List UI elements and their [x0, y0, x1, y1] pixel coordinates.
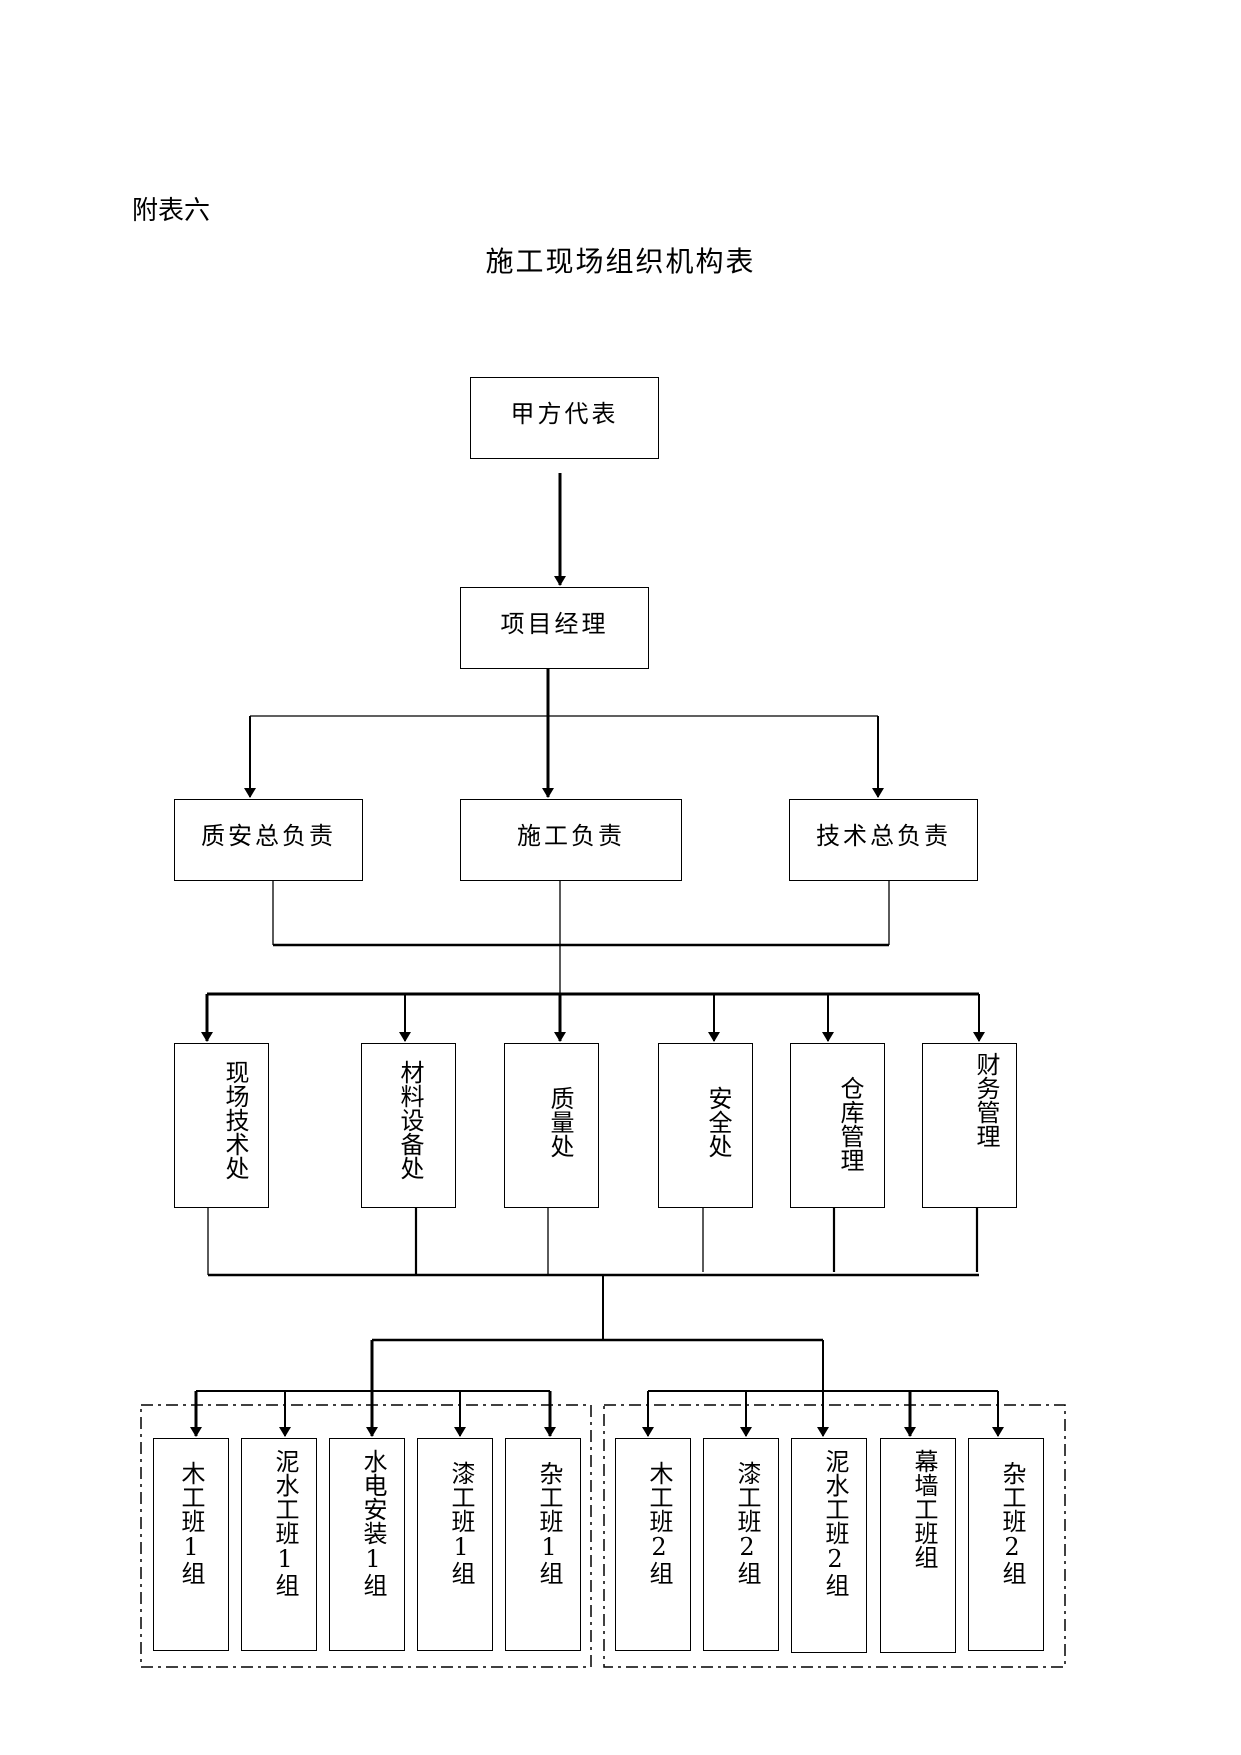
team-box: 漆工班1组: [417, 1438, 493, 1651]
team-box: 杂工班1组: [505, 1438, 581, 1651]
quality-safety-lead-box: 质安总负责: [174, 799, 363, 881]
team-label: 水电安装1组: [359, 1449, 387, 1597]
department-label: 质量处: [546, 1086, 574, 1158]
team-label: 漆工班2组: [733, 1461, 761, 1585]
construction-lead-box: 施工负责: [460, 799, 682, 881]
department-box: 安全处: [658, 1043, 753, 1208]
department-box: 材料设备处: [361, 1043, 456, 1208]
team-label: 泥水工班2组: [821, 1449, 849, 1597]
technical-lead-box: 技术总负责: [789, 799, 978, 881]
team-box: 泥水工班2组: [791, 1438, 867, 1653]
team-box: 木工班1组: [153, 1438, 229, 1651]
page-title: 施工现场组织机构表: [485, 245, 756, 278]
team-label: 幕墙工班组: [910, 1449, 938, 1569]
team-label: 杂工班2组: [998, 1461, 1026, 1585]
team-label: 漆工班1组: [447, 1461, 475, 1585]
construction-lead-label: 施工负责: [517, 822, 625, 850]
team-box: 杂工班2组: [968, 1438, 1044, 1651]
project-manager-label: 项目经理: [500, 610, 609, 638]
team-label: 木工班1组: [177, 1461, 205, 1585]
department-label: 安全处: [704, 1086, 732, 1158]
team-box: 幕墙工班组: [880, 1438, 956, 1653]
technical-lead-label: 技术总负责: [816, 822, 951, 850]
team-box: 泥水工班1组: [241, 1438, 317, 1651]
department-label: 材料设备处: [396, 1060, 424, 1180]
department-box: 财务管理: [922, 1043, 1017, 1208]
page-caption: 附表六: [132, 196, 211, 226]
client-rep-box: 甲方代表: [470, 377, 659, 459]
project-manager-box: 项目经理: [460, 587, 649, 669]
department-label: 仓库管理: [836, 1076, 864, 1172]
department-label: 现场技术处: [221, 1060, 249, 1180]
team-box: 漆工班2组: [703, 1438, 779, 1651]
team-label: 杂工班1组: [535, 1461, 563, 1585]
team-box: 木工班2组: [615, 1438, 691, 1651]
department-label: 财务管理: [972, 1052, 1000, 1148]
team-label: 泥水工班1组: [271, 1449, 299, 1597]
department-box: 质量处: [504, 1043, 599, 1208]
department-box: 仓库管理: [790, 1043, 885, 1208]
team-box: 水电安装1组: [329, 1438, 405, 1651]
team-label: 木工班2组: [645, 1461, 673, 1585]
client-rep-label: 甲方代表: [510, 400, 619, 428]
department-box: 现场技术处: [174, 1043, 269, 1208]
quality-safety-lead-label: 质安总负责: [201, 822, 336, 850]
